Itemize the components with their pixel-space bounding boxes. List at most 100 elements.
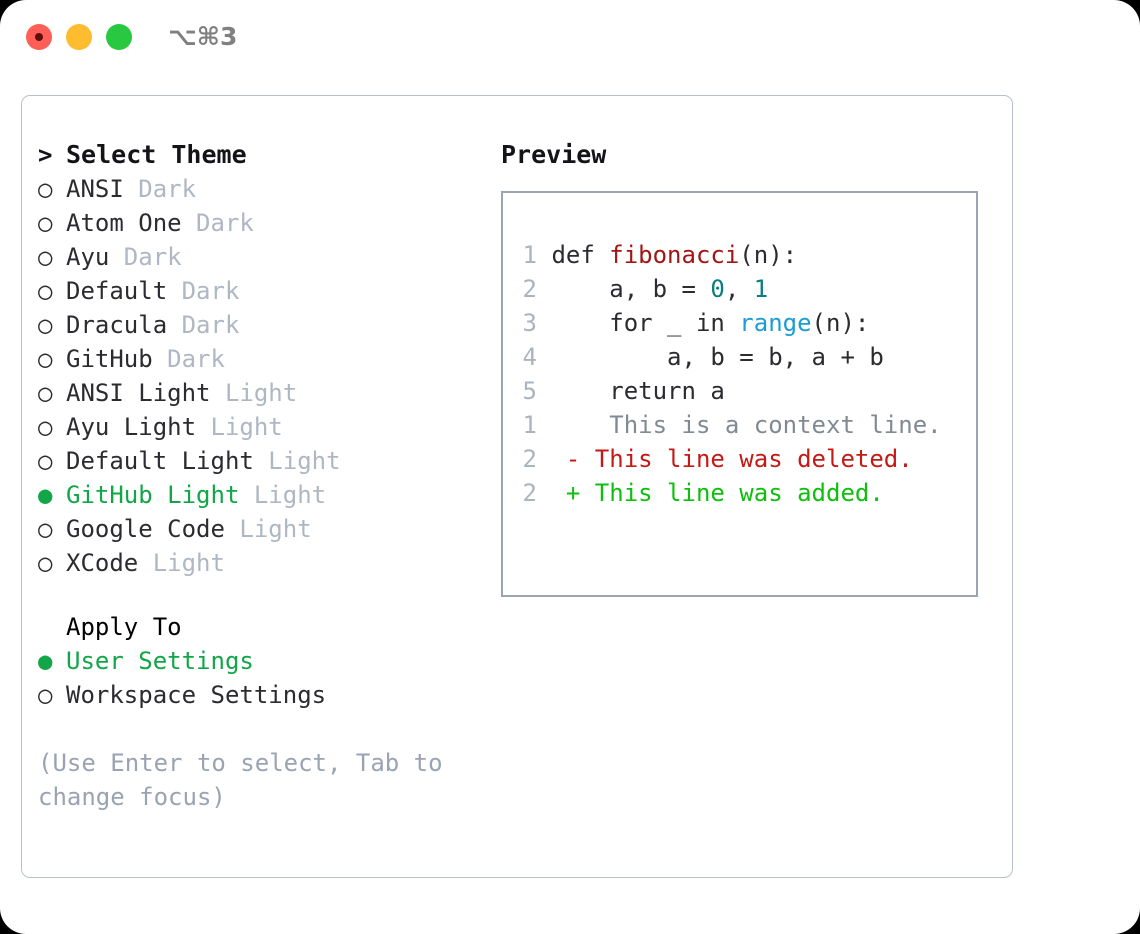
- keyboard-hint-text: (Use Enter to select, Tab to change focu…: [38, 749, 443, 811]
- preview-column: Preview 1 def fibonacci(n):2 a, b = 0, 1…: [501, 138, 1001, 597]
- close-icon: [35, 33, 43, 41]
- apply-to-spacer: ○: [38, 610, 66, 644]
- code-gutter-space: [537, 309, 551, 337]
- radio-unselected-icon[interactable]: ○: [38, 447, 53, 475]
- theme-item-label: Default: [66, 277, 168, 305]
- theme-item-variant: Light: [224, 515, 312, 543]
- radio-unselected-icon[interactable]: ○: [38, 243, 53, 271]
- theme-item-variant: Light: [210, 379, 298, 407]
- code-token: (n):: [739, 241, 798, 269]
- code-gutter-space: [537, 241, 551, 269]
- theme-list-item[interactable]: ○ Ayu Light Light: [38, 410, 498, 444]
- diff-line-text: This is a context line.: [580, 411, 942, 439]
- code-token: 1: [753, 275, 769, 303]
- theme-item-variant: Light: [196, 413, 283, 441]
- diff-line-number: 1: [522, 411, 537, 439]
- title-bar: ⌥⌘3: [0, 0, 1140, 78]
- code-token: a, b = b, a + b: [551, 343, 884, 371]
- code-token: for _ in: [551, 309, 740, 337]
- theme-item-label: Dracula: [66, 311, 168, 339]
- radio-unselected-icon[interactable]: ○: [38, 681, 53, 709]
- theme-list-item[interactable]: ○Atom One Dark: [38, 206, 498, 240]
- code-token: ,: [724, 275, 754, 303]
- code-line-number: 3: [522, 309, 537, 337]
- theme-item-label: GitHub Light: [66, 481, 240, 509]
- selection-caret-icon: >: [38, 141, 53, 169]
- radio-unselected-icon[interactable]: ○: [38, 311, 53, 339]
- minimize-window-button[interactable]: [66, 24, 92, 50]
- code-line-number: 1: [522, 241, 537, 269]
- code-line-number: 2: [522, 275, 537, 303]
- diff-line: 2 + This line was added.: [515, 476, 942, 510]
- theme-item-label: Default Light: [66, 447, 254, 475]
- code-token: (n):: [811, 309, 870, 337]
- theme-list-item[interactable]: ○ Default Light Light: [38, 444, 498, 478]
- code-line: 2 a, b = 0, 1: [515, 272, 884, 306]
- theme-list-item[interactable]: ○XCode Light: [38, 546, 498, 580]
- radio-unselected-icon[interactable]: ○: [38, 175, 53, 203]
- theme-list-item[interactable]: ○GitHub Dark: [38, 342, 498, 376]
- theme-list-item[interactable]: ○ ANSI Light Light: [38, 376, 498, 410]
- apply-to-list-item[interactable]: ● User Settings: [38, 644, 498, 678]
- theme-list-item[interactable]: ○ Default Dark: [38, 274, 498, 308]
- theme-item-variant: Dark: [167, 277, 240, 305]
- code-token: fibonacci: [609, 241, 740, 269]
- radio-selected-icon[interactable]: ●: [38, 481, 53, 509]
- code-token: def: [551, 241, 610, 269]
- theme-item-variant: Light: [253, 447, 341, 475]
- code-token: a, b =: [551, 275, 711, 303]
- radio-unselected-icon[interactable]: ○: [38, 209, 53, 237]
- theme-item-label: Google Code: [66, 515, 225, 543]
- radio-unselected-icon[interactable]: ○: [38, 277, 53, 305]
- radio-unselected-icon[interactable]: ○: [38, 413, 53, 441]
- theme-list-item[interactable]: ○Dracula Dark: [38, 308, 498, 342]
- theme-list-item[interactable]: ● GitHub Light Light: [38, 478, 498, 512]
- theme-item-label: ANSI Light: [66, 379, 211, 407]
- radio-unselected-icon[interactable]: ○: [38, 549, 53, 577]
- diff-line-number: 2: [522, 445, 537, 473]
- theme-item-label: Atom One: [66, 209, 182, 237]
- radio-unselected-icon[interactable]: ○: [38, 515, 53, 543]
- code-token: return a: [551, 377, 725, 405]
- theme-list-item[interactable]: ○ANSI Dark: [38, 172, 498, 206]
- code-gutter-space: [537, 377, 551, 405]
- theme-list-item[interactable]: ○ Google Code Light: [38, 512, 498, 546]
- code-gutter-space: [537, 343, 551, 371]
- theme-item-variant: Dark: [109, 243, 182, 271]
- apply-to-item-label: User Settings: [66, 647, 254, 675]
- apply-to-list-item[interactable]: ○ Workspace Settings: [38, 678, 498, 712]
- theme-section-header: > Select Theme: [38, 138, 498, 172]
- diff-line-text: This line was added.: [580, 479, 884, 507]
- code-gutter-space: [537, 275, 551, 303]
- theme-section-header-label: Select Theme: [66, 140, 247, 169]
- theme-item-variant: Light: [239, 481, 327, 509]
- theme-item-variant: Dark: [152, 345, 225, 373]
- code-line: 1 def fibonacci(n):: [515, 238, 884, 272]
- code-token: range: [739, 309, 812, 337]
- theme-list-item[interactable]: ○ Ayu Dark: [38, 240, 498, 274]
- code-token: 0: [710, 275, 725, 303]
- radio-unselected-icon[interactable]: ○: [38, 379, 53, 407]
- theme-item-label: Ayu: [66, 243, 110, 271]
- apply-to-section-header: ○Apply To: [38, 610, 498, 644]
- code-line: 4 a, b = b, a + b: [515, 340, 884, 374]
- theme-item-label: Ayu Light: [66, 413, 197, 441]
- diff-line-text: This line was deleted.: [580, 445, 913, 473]
- diff-sample: 1 This is a context line. 2 - This line w…: [515, 408, 942, 510]
- diff-marker: -: [537, 445, 581, 473]
- apply-to-header-label: Apply To: [66, 613, 182, 641]
- apply-to-item-label: Workspace Settings: [66, 681, 327, 709]
- theme-list: ○ANSI Dark○Atom One Dark○Ayu Dark○Defaul…: [38, 172, 498, 580]
- preview-title: Preview: [501, 140, 607, 169]
- code-line-number: 5: [522, 377, 537, 405]
- maximize-window-button[interactable]: [106, 24, 132, 50]
- main-panel: >Select Theme ○ANSI Dark○Atom One Dark○A…: [21, 95, 1013, 878]
- diff-marker: [537, 411, 580, 439]
- radio-unselected-icon[interactable]: ○: [38, 345, 53, 373]
- diff-line-number: 2: [522, 479, 537, 507]
- radio-selected-icon[interactable]: ●: [38, 647, 53, 675]
- theme-selection-column: >Select Theme ○ANSI Dark○Atom One Dark○A…: [38, 138, 498, 814]
- close-window-button[interactable]: [26, 24, 52, 50]
- code-line: 5 return a: [515, 374, 884, 408]
